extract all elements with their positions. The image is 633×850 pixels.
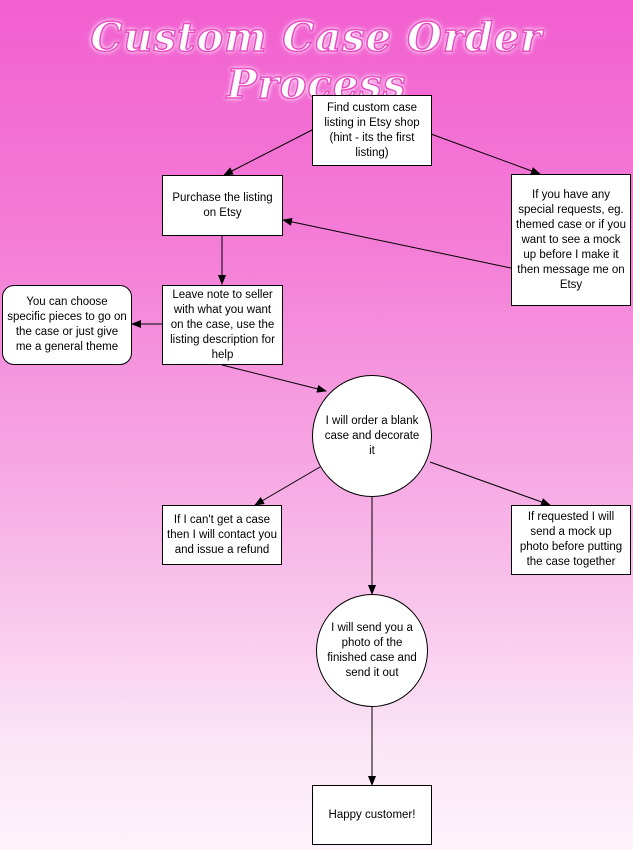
- node-leave-note: Leave note to seller with what you want …: [162, 285, 283, 365]
- node-purchase-listing: Purchase the listing on Etsy: [162, 175, 283, 236]
- node-choose-pieces: You can choose specific pieces to go on …: [2, 285, 132, 365]
- node-cant-get-case: If I can't get a case then I will contac…: [162, 505, 282, 565]
- node-special-requests: If you have any special requests, eg. th…: [511, 174, 631, 306]
- node-find-listing: Find custom case listing in Etsy shop (h…: [312, 95, 432, 166]
- node-order-blank-case: I will order a blank case and decorate i…: [312, 375, 432, 497]
- node-mock-up: If requested I will send a mock up photo…: [511, 505, 631, 575]
- arrow-find-to-purchase: [223, 129, 313, 176]
- node-send-photo: I will send you a photo of the finished …: [316, 594, 428, 707]
- node-happy-customer: Happy customer!: [312, 785, 432, 845]
- page-title: Custom Case Order Process: [90, 13, 543, 109]
- arrow-order-to-cantget: [254, 466, 321, 506]
- arrow-note-to-order: [221, 364, 327, 393]
- arrow-order-to-mockup: [429, 461, 551, 506]
- arrow-special-to-purchase: [282, 217, 512, 269]
- arrow-find-to-special: [430, 133, 541, 175]
